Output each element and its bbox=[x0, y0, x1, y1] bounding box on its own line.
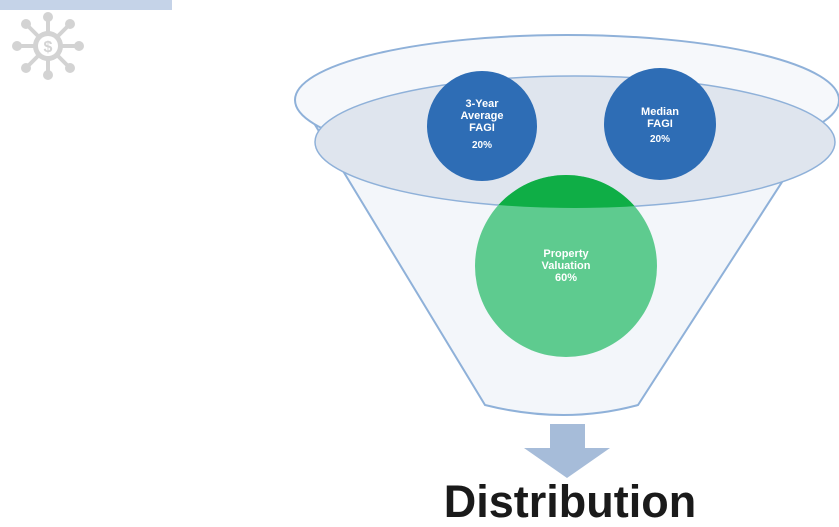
distribution-label: Distribution bbox=[443, 476, 697, 527]
header-accent-bar bbox=[0, 0, 172, 10]
down-arrow-icon bbox=[524, 424, 610, 478]
property-valuation-label: Property Valuation bbox=[541, 248, 591, 272]
property-valuation-circle bbox=[475, 175, 657, 357]
property-valuation-value: 60% bbox=[554, 272, 578, 284]
median-value: 20% bbox=[649, 134, 670, 145]
median-circle bbox=[604, 68, 716, 180]
dollar-virus-icon: $ bbox=[12, 12, 84, 80]
three-year-average-circle bbox=[427, 71, 537, 181]
median-label: Median FAGI bbox=[641, 106, 679, 130]
three-year-average-value: 20% bbox=[471, 140, 492, 151]
three-year-average-label: 3-Year Average FAGI bbox=[460, 98, 504, 134]
svg-text:$: $ bbox=[44, 39, 53, 56]
